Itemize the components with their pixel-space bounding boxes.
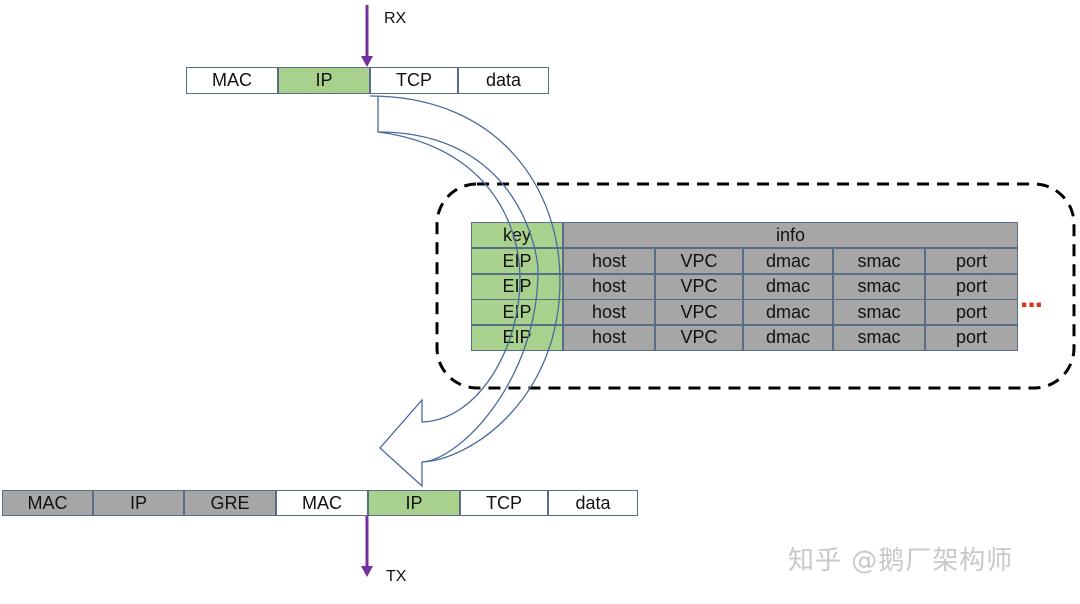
tx-packet-field: GRE <box>184 490 276 516</box>
table-cell-dmac: dmac <box>743 299 833 325</box>
table-cell-host: host <box>563 273 655 300</box>
rx-label: RX <box>384 10 407 27</box>
table-cell-key: EIP <box>471 299 563 325</box>
table-cell-vpc: VPC <box>655 273 743 300</box>
rx-packet-field: MAC <box>186 67 278 94</box>
watermark: 知乎 @鹅厂架构师 <box>788 546 1014 576</box>
tx-packet-field: IP <box>93 490 184 516</box>
table-cell-host: host <box>563 324 655 351</box>
tx-packet-field: TCP <box>460 490 548 516</box>
table-cell-vpc: VPC <box>655 248 743 274</box>
tx-packet-field: MAC <box>2 490 93 516</box>
tx-label: TX <box>386 568 407 585</box>
table-cell-key: EIP <box>471 273 563 300</box>
rx-packet-field: TCP <box>370 67 458 94</box>
tx-arrow-head <box>361 566 373 577</box>
table-cell-dmac: dmac <box>743 273 833 300</box>
rx-packet-field: IP <box>278 67 370 94</box>
tx-packet-field: IP <box>368 490 460 516</box>
table-key-header: key <box>471 222 563 248</box>
table-cell-port: port <box>925 299 1018 325</box>
table-cell-smac: smac <box>833 248 925 274</box>
table-cell-key: EIP <box>471 324 563 351</box>
table-cell-port: port <box>925 324 1018 351</box>
table-cell-smac: smac <box>833 299 925 325</box>
table-cell-dmac: dmac <box>743 324 833 351</box>
table-cell-smac: smac <box>833 273 925 300</box>
table-cell-host: host <box>563 299 655 325</box>
table-info-header: info <box>563 222 1018 248</box>
table-cell-vpc: VPC <box>655 324 743 351</box>
table-cell-port: port <box>925 273 1018 300</box>
rx-arrow-head <box>361 56 373 67</box>
rx-packet-field: data <box>458 67 549 94</box>
tx-packet-field: data <box>548 490 638 516</box>
table-cell-port: port <box>925 248 1018 274</box>
more-rows-ellipsis: ... <box>1020 281 1043 314</box>
table-cell-vpc: VPC <box>655 299 743 325</box>
table-cell-dmac: dmac <box>743 248 833 274</box>
table-cell-host: host <box>563 248 655 274</box>
tx-packet-field: MAC <box>276 490 368 516</box>
table-cell-smac: smac <box>833 324 925 351</box>
table-cell-key: EIP <box>471 248 563 274</box>
